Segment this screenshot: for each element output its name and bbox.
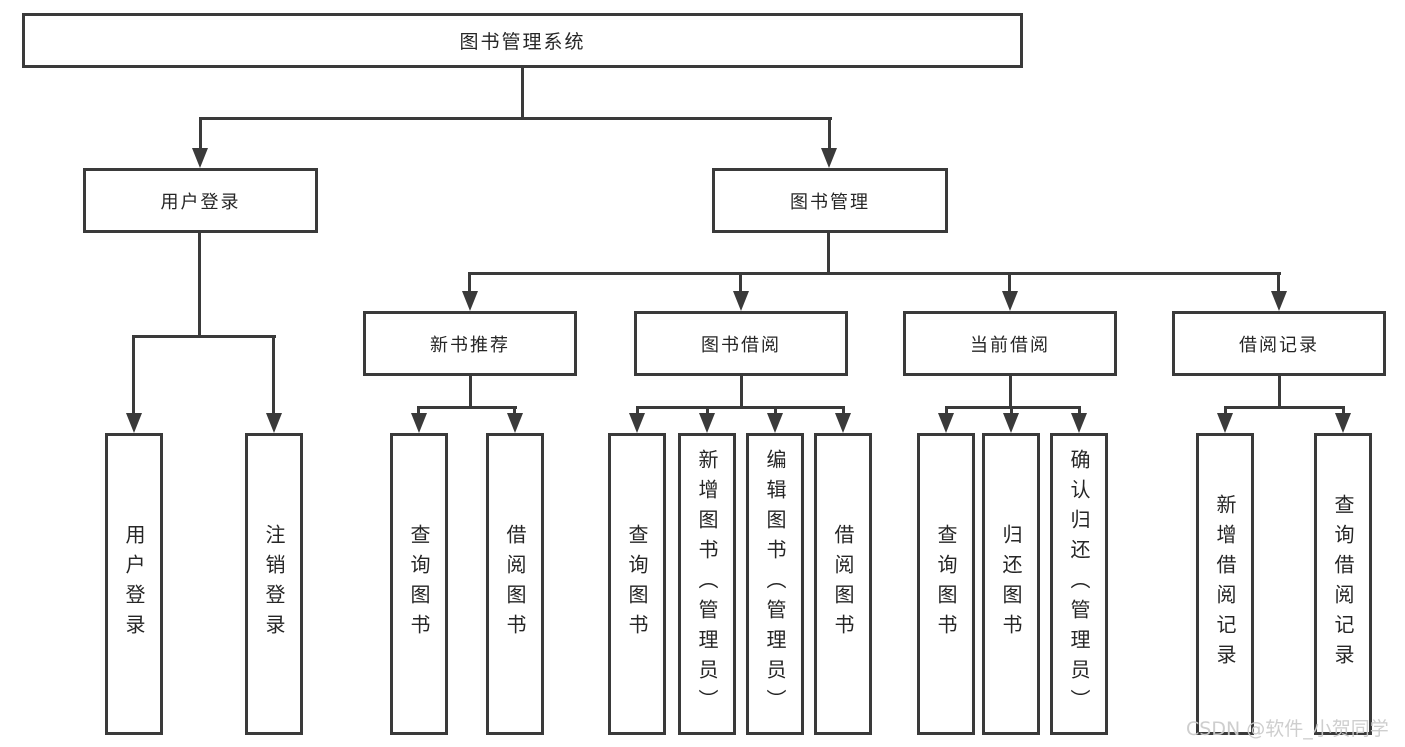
leaf-confirm-return-admin: 确认归还（管理员） <box>1050 433 1108 735</box>
arrow-down-icon <box>126 413 142 433</box>
node-label: 查询图书 <box>625 524 649 644</box>
node-new-book-recommend: 新书推荐 <box>363 311 577 376</box>
node-label: 当前借阅 <box>970 334 1050 356</box>
connector-line <box>132 335 276 338</box>
leaf-add-borrow-record: 新增借阅记录 <box>1196 433 1254 735</box>
leaf-borrow-books-recommend: 借阅图书 <box>486 433 544 735</box>
node-user-login: 用户登录 <box>83 168 318 233</box>
connector-line <box>469 376 472 409</box>
connector-line <box>417 406 420 416</box>
node-label: 用户登录 <box>160 191 241 213</box>
connector-line <box>1078 406 1081 416</box>
connector-line <box>198 233 201 338</box>
connector-line <box>1278 376 1281 409</box>
arrow-down-icon <box>1003 413 1019 433</box>
node-library-management-system: 图书管理系统 <box>22 13 1023 68</box>
connector-line <box>1224 406 1345 409</box>
leaf-query-borrow-record: 查询借阅记录 <box>1314 433 1372 735</box>
connector-line <box>945 406 1081 409</box>
arrow-down-icon <box>1002 291 1018 311</box>
leaf-logout: 注销登录 <box>245 433 303 735</box>
connector-line <box>199 117 832 120</box>
connector-line <box>774 406 777 416</box>
arrow-down-icon <box>192 148 208 168</box>
connector-line <box>1277 272 1280 292</box>
connector-line <box>199 117 202 150</box>
arrow-down-icon <box>507 413 523 433</box>
node-label: 新书推荐 <box>430 334 510 356</box>
connector-line <box>417 406 517 409</box>
arrow-down-icon <box>1271 291 1287 311</box>
node-label: 归还图书 <box>999 524 1023 644</box>
csdn-watermark: CSDN @软件_小贺同学 <box>1186 718 1389 740</box>
arrow-down-icon <box>629 413 645 433</box>
node-label: 编辑图书（管理员） <box>763 449 787 719</box>
arrow-down-icon <box>821 148 837 168</box>
leaf-query-books-borrowing: 查询图书 <box>608 433 666 735</box>
connector-line <box>468 272 471 292</box>
arrow-down-icon <box>1071 413 1087 433</box>
arrow-down-icon <box>411 413 427 433</box>
node-label: 借阅图书 <box>831 524 855 644</box>
node-label: 用户登录 <box>122 524 146 644</box>
node-label: 查询图书 <box>407 524 431 644</box>
connector-line <box>1009 376 1012 409</box>
connector-line <box>1010 406 1013 416</box>
connector-line <box>521 68 524 120</box>
connector-line <box>842 406 845 416</box>
node-borrowing-records: 借阅记录 <box>1172 311 1386 376</box>
leaf-borrow-books: 借阅图书 <box>814 433 872 735</box>
node-book-borrowing: 图书借阅 <box>634 311 848 376</box>
connector-line <box>706 406 709 416</box>
node-label: 新增借阅记录 <box>1213 494 1237 674</box>
leaf-query-books-current: 查询图书 <box>917 433 975 735</box>
node-book-management: 图书管理 <box>712 168 948 233</box>
connector-line <box>945 406 948 416</box>
connector-line <box>1342 406 1345 416</box>
connector-line <box>740 376 743 409</box>
connector-line <box>468 272 1281 275</box>
node-label: 注销登录 <box>262 524 286 644</box>
node-current-borrowing: 当前借阅 <box>903 311 1117 376</box>
arrow-down-icon <box>1335 413 1351 433</box>
connector-line <box>828 117 831 150</box>
arrow-down-icon <box>1217 413 1233 433</box>
leaf-edit-books-admin: 编辑图书（管理员） <box>746 433 804 735</box>
node-label: 确认归还（管理员） <box>1067 449 1091 719</box>
arrow-down-icon <box>462 291 478 311</box>
arrow-down-icon <box>266 413 282 433</box>
arrow-down-icon <box>767 413 783 433</box>
connector-line <box>513 406 516 416</box>
arrow-down-icon <box>938 413 954 433</box>
leaf-query-books-recommend: 查询图书 <box>390 433 448 735</box>
arrow-down-icon <box>699 413 715 433</box>
leaf-add-books-admin: 新增图书（管理员） <box>678 433 736 735</box>
node-label: 借阅记录 <box>1239 334 1319 356</box>
arrow-down-icon <box>733 291 749 311</box>
leaf-return-books: 归还图书 <box>982 433 1040 735</box>
connector-line <box>1008 272 1011 292</box>
connector-line <box>272 335 275 415</box>
connector-line <box>636 406 845 409</box>
connector-line <box>132 335 135 415</box>
node-label: 借阅图书 <box>503 524 527 644</box>
connector-line <box>636 406 639 416</box>
node-label: 图书管理 <box>790 191 870 213</box>
connector-line <box>827 233 830 275</box>
connector-line <box>739 272 742 292</box>
leaf-user-login: 用户登录 <box>105 433 163 735</box>
node-label: 查询图书 <box>934 524 958 644</box>
node-label: 新增图书（管理员） <box>695 449 719 719</box>
arrow-down-icon <box>835 413 851 433</box>
node-label: 图书借阅 <box>701 334 781 356</box>
node-label: 图书管理系统 <box>459 31 586 53</box>
node-label: 查询借阅记录 <box>1331 494 1355 674</box>
connector-line <box>1224 406 1227 416</box>
